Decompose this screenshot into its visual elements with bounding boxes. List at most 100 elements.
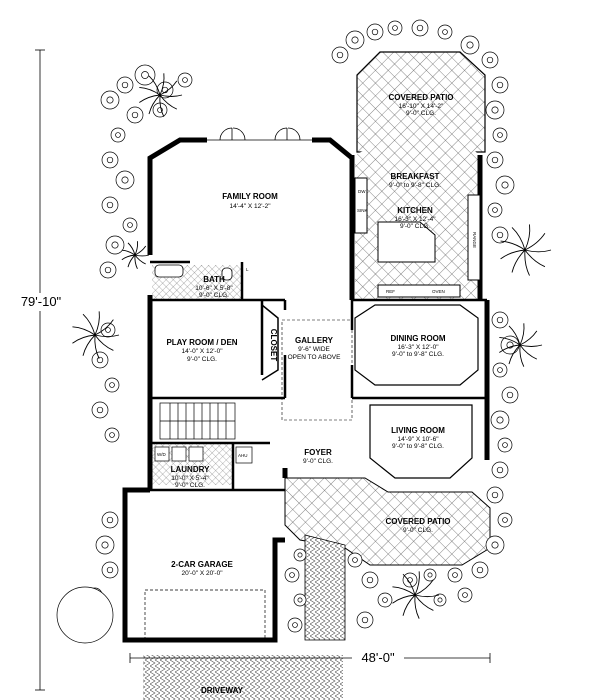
laundry-size: 10'-0" X 5'-4" bbox=[171, 475, 209, 482]
shrub-center bbox=[496, 231, 504, 239]
driveway-paving bbox=[143, 655, 343, 700]
interior-walls bbox=[150, 260, 487, 492]
palm-frond bbox=[414, 594, 434, 611]
shrub-center bbox=[496, 416, 504, 424]
palm-frond bbox=[519, 344, 525, 367]
gallery-outline bbox=[281, 319, 353, 421]
shrub-center bbox=[106, 516, 114, 524]
foyer-clg: 9'-0" CLG. bbox=[303, 458, 333, 465]
palm-frond bbox=[500, 240, 526, 251]
shrub-center bbox=[109, 432, 115, 438]
shrub-center bbox=[491, 491, 499, 499]
kitchen-clg: 9'-0" CLG. bbox=[400, 223, 430, 230]
gallery-size: 9'-6" WIDE bbox=[298, 346, 330, 353]
palm-frond bbox=[508, 344, 521, 365]
shrub-center bbox=[466, 41, 474, 49]
shrub-center bbox=[111, 241, 119, 249]
closet-label: CLOSET bbox=[269, 329, 278, 362]
living-room-clg: 9'-0" to 9'-8" CLG. bbox=[392, 443, 444, 450]
palm-tree bbox=[121, 241, 150, 269]
garage-door bbox=[144, 589, 266, 641]
shrub-center bbox=[506, 391, 514, 399]
shrub-center bbox=[141, 71, 149, 79]
shrub-center bbox=[121, 176, 129, 184]
breakfast-clg: 9'-0" to 9'-8" CLG. bbox=[389, 182, 441, 189]
palm-frond bbox=[72, 326, 96, 336]
palm-frond bbox=[139, 94, 161, 103]
palm-frond bbox=[148, 75, 161, 96]
play-room-clg: 9'-0" CLG. bbox=[187, 356, 217, 363]
front-patio-label: COVERED PATIO bbox=[385, 517, 450, 526]
palm-frond bbox=[148, 94, 161, 115]
laundry-label: LAUNDRY bbox=[171, 465, 210, 474]
palm-frond bbox=[511, 249, 526, 273]
shrub-center bbox=[371, 28, 379, 36]
shrub-center bbox=[297, 597, 303, 603]
palm-frond bbox=[121, 249, 136, 256]
rear-patio-floor bbox=[356, 51, 486, 153]
shrub-center bbox=[127, 222, 133, 228]
bath-size: 10'-6" X 5'-8" bbox=[195, 285, 233, 292]
shrub-center bbox=[497, 367, 503, 373]
palm-frond bbox=[524, 249, 552, 253]
shrub-center bbox=[96, 356, 104, 364]
family-room-label: FAMILY ROOM bbox=[222, 192, 278, 201]
living-room-label: LIVING ROOM bbox=[391, 426, 445, 435]
palm-frond bbox=[159, 94, 178, 110]
landscaping-palms bbox=[72, 73, 552, 619]
rear-patio-size: 16'-10" X 14'-2" bbox=[399, 103, 444, 110]
shrub-center bbox=[106, 201, 114, 209]
palm-frond bbox=[519, 344, 543, 347]
shrub-center bbox=[121, 81, 129, 89]
palm-frond bbox=[82, 313, 96, 336]
dw-tag: DW bbox=[358, 189, 366, 194]
bathtub bbox=[154, 264, 184, 278]
kitchen-counter-bottom bbox=[377, 284, 461, 298]
laundry-appliances bbox=[154, 446, 253, 464]
palm-frond bbox=[94, 319, 114, 336]
shrub-center bbox=[462, 592, 468, 598]
ahu-tag: AHU bbox=[238, 453, 248, 458]
rear-patio-clg: 9'-0" CLG. bbox=[406, 110, 436, 117]
sink-tag: SINK bbox=[357, 208, 368, 213]
shrub-center bbox=[292, 622, 298, 628]
kitchen-size: 16'-3" X 12'-4" bbox=[394, 216, 436, 223]
palm-frond bbox=[392, 586, 416, 596]
shrub-center bbox=[392, 25, 398, 31]
shrub-center bbox=[496, 466, 504, 474]
palm-frond bbox=[499, 337, 521, 346]
palm-frond bbox=[72, 334, 96, 344]
palm-frond bbox=[414, 579, 434, 596]
palm-frond bbox=[499, 344, 521, 353]
shrub-center bbox=[492, 207, 498, 213]
play-room-label: PLAY ROOM / DEN bbox=[166, 338, 237, 347]
shrub-center bbox=[496, 316, 504, 324]
range-tag: RANGE bbox=[472, 232, 477, 248]
shrub-center bbox=[427, 572, 433, 578]
bath-label: BATH bbox=[203, 275, 225, 284]
wd-tag: W/D bbox=[157, 452, 166, 457]
shrub-center bbox=[104, 266, 112, 274]
shrub-center bbox=[491, 106, 499, 114]
large-tree bbox=[56, 586, 114, 644]
palm-frond bbox=[519, 323, 525, 346]
shrub-center bbox=[486, 56, 494, 64]
shrub-center bbox=[131, 111, 139, 119]
landscaping-trees bbox=[56, 19, 520, 644]
palm-frond bbox=[127, 242, 136, 256]
width-dimension: 48'-0" bbox=[361, 650, 395, 665]
shrub-center bbox=[182, 77, 188, 83]
palm-frond bbox=[524, 233, 546, 251]
palm-frond bbox=[134, 245, 147, 256]
garage-label: 2-CAR GARAGE bbox=[171, 560, 233, 569]
shrub-center bbox=[101, 541, 109, 549]
kitchen-counter-right bbox=[467, 194, 481, 281]
dining-room-label: DINING ROOM bbox=[390, 334, 445, 343]
walkway bbox=[304, 534, 346, 641]
palm-tree bbox=[499, 323, 543, 367]
shrub-center bbox=[497, 132, 503, 138]
palm-frond bbox=[414, 571, 420, 596]
palm-frond bbox=[94, 334, 114, 351]
palm-frond bbox=[94, 334, 100, 359]
